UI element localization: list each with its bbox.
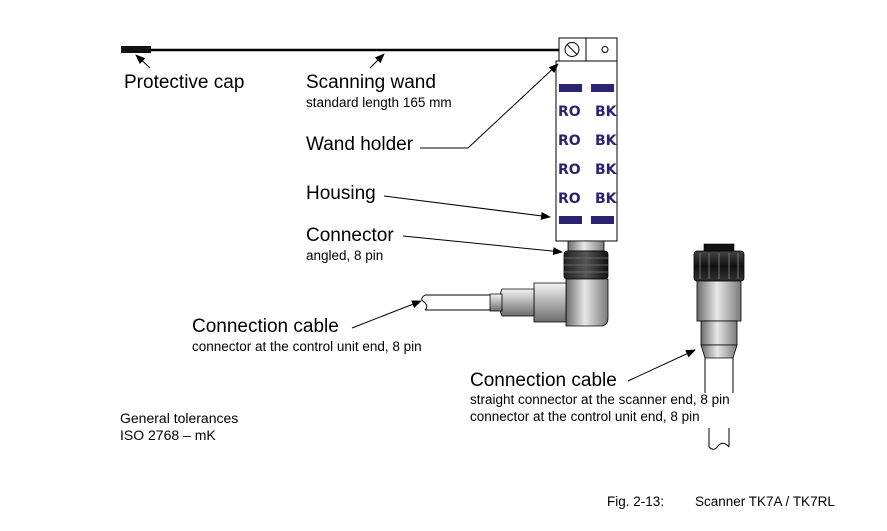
housing-stripe <box>559 216 582 224</box>
tolerances-line-1: General tolerances <box>120 410 239 426</box>
housing-stripe <box>591 84 614 92</box>
housing-code-bk: BK <box>595 162 618 178</box>
scanning-wand-sublabel: standard length 165 mm <box>306 95 452 110</box>
protective-cap <box>121 46 151 53</box>
housing-code-bk: BK <box>595 104 618 120</box>
straight-connector <box>693 243 745 450</box>
housing-code-bk: BK <box>595 133 618 149</box>
housing-code-ro: RO <box>558 133 581 149</box>
connector-sublabel: angled, 8 pin <box>306 248 384 263</box>
wand-holder <box>558 37 618 62</box>
housing-code-ro: RO <box>558 162 581 178</box>
housing-stripe <box>559 84 582 92</box>
housing: RO BK RO BK RO BK RO BK <box>555 60 618 242</box>
figure-number: Fig. 2-13: <box>607 494 665 509</box>
wand-holder-label: Wand holder <box>306 134 414 155</box>
connection-cable-right-sublabel-2: connector at the control unit end, 8 pin <box>470 409 700 424</box>
connection-cable-left-label: Connection cable <box>192 316 339 337</box>
tolerances-line-2: ISO 2768 – mK <box>120 427 216 443</box>
leader-lines <box>135 53 696 382</box>
left-cable <box>421 294 490 311</box>
scanning-wand-label: Scanning wand <box>306 72 436 93</box>
connection-cable-right-label: Connection cable <box>470 370 617 391</box>
connection-cable-right-sublabel-1: straight connector at the scanner end, 8… <box>470 392 730 407</box>
housing-code-ro: RO <box>558 104 581 120</box>
connection-cable-left-sublabel: connector at the control unit end, 8 pin <box>192 339 422 354</box>
connector-label: Connector <box>306 225 394 246</box>
housing-code-ro: RO <box>558 191 581 207</box>
housing-label: Housing <box>306 183 376 204</box>
protective-cap-label: Protective cap <box>124 72 245 93</box>
angled-connector <box>489 240 609 327</box>
figure-title: Scanner TK7A / TK7RL <box>695 494 835 509</box>
housing-stripe <box>591 216 614 224</box>
housing-code-bk: BK <box>595 191 618 207</box>
